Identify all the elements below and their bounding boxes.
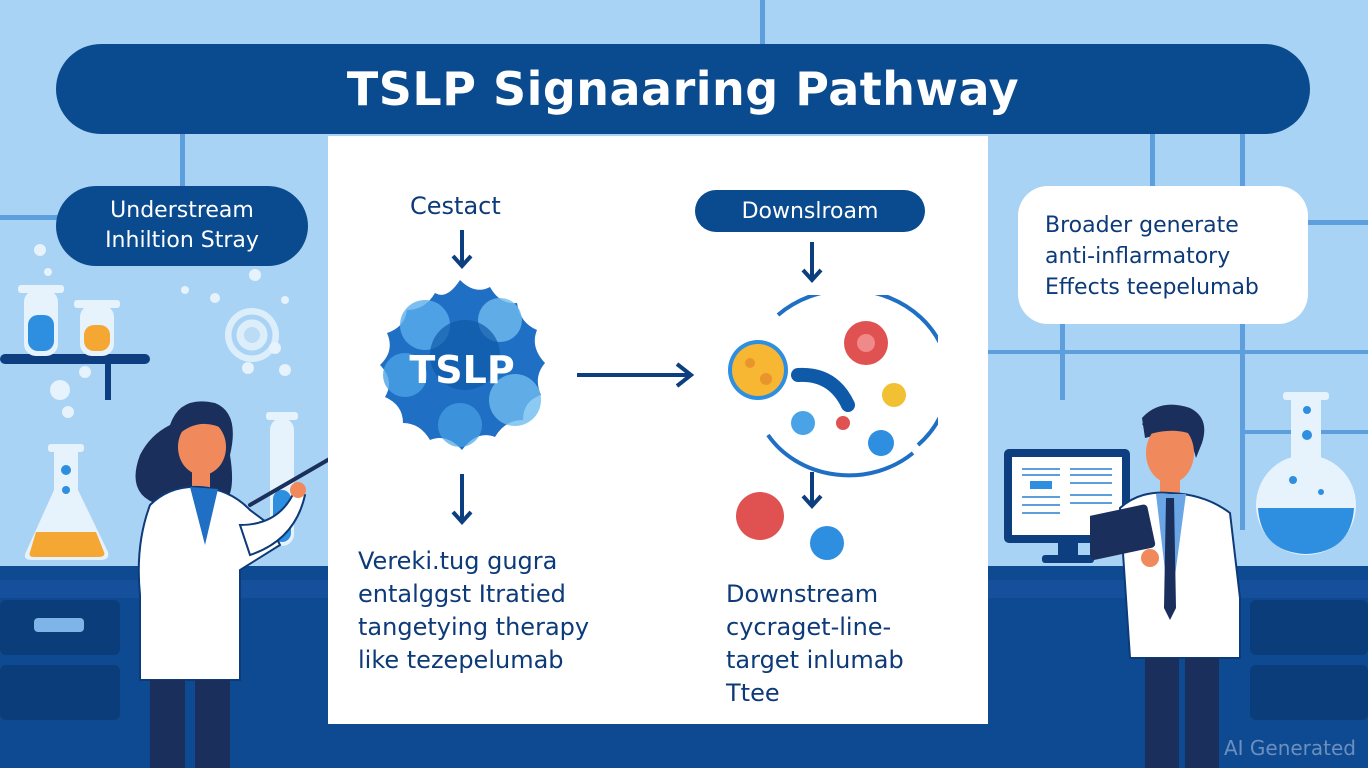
bg-line [760,0,765,44]
downstream-line: Downstream [726,580,879,608]
bg-line [0,215,60,220]
small-yellow-cell-icon [882,383,906,407]
shelf [0,354,150,364]
drawer [1250,600,1368,655]
ai-generated-watermark: AI Generated [1223,736,1356,760]
flask-icon [24,444,109,560]
cytokine-cells-illustration [736,492,844,560]
therapy-line: entalggst Itratied [358,580,566,608]
bg-line [1150,130,1155,190]
therapy-line: tangetying therapy [358,613,590,641]
downstream-description: Downstream cycraget-line- target inlumab… [726,578,904,710]
arrow-down-icon [451,230,473,269]
card-line: Broader generate [1045,213,1239,238]
bg-line [180,130,185,190]
scientist-male-illustration [1090,404,1241,768]
blue-cytokine-icon [810,526,844,560]
downstream-line: cycraget-line- [726,613,892,641]
arrow-right-icon [577,362,695,388]
card-line: anti-inflarmatory [1045,244,1231,269]
arrow-down-icon [801,242,823,283]
therapy-line: Vereki.tug gugra [358,547,558,575]
bg-line [1240,130,1245,530]
page-title-banner: TSLP Signaaring Pathway [56,44,1310,134]
petri-dish-icon [225,308,279,362]
bg-line [1060,320,1065,400]
upstream-label-line: Inhiltion Stray [105,228,259,253]
arrow-down-icon [451,474,473,525]
therapy-line: like tezepelumab [358,646,564,674]
yellow-cell-icon [728,340,788,400]
round-flask-icon [1256,392,1356,555]
tiny-red-cell-icon [836,416,850,430]
downstream-pill-label: Downslroam [741,198,879,224]
arrow-down-icon [801,472,823,509]
test-tubes-icon [18,285,120,356]
downstream-line: Ttee [726,679,780,707]
red-cytokine-icon [736,492,784,540]
contact-label: Cestact [410,192,501,220]
anti-inflammatory-card: Broader generate anti-inflarmatory Effec… [1018,186,1308,324]
downstream-pill: Downslroam [695,190,925,232]
red-cell-icon [844,321,888,365]
downstream-line: target inlumab [726,646,904,674]
immune-cells-illustration [728,295,938,478]
bg-line [988,350,1368,354]
small-blue-cell-icon [791,411,815,435]
tslp-molecule-icon: TSLP [380,280,545,450]
drawer [1250,665,1368,720]
bubbles-decoration [34,244,291,418]
upstream-label-line: Understream [110,198,254,223]
tslp-node-label: TSLP [409,348,514,392]
bg-line [1300,220,1368,225]
card-line: Effects teepelumab [1045,275,1259,300]
blue-cell-icon [868,430,894,456]
scientist-female-illustration [135,401,347,768]
therapy-description: Vereki.tug gugra entalggst Itratied tang… [358,545,589,677]
shelf-post [105,360,111,400]
drawer [0,665,120,720]
page-title: TSLP Signaaring Pathway [346,62,1020,116]
drawer-handle [34,618,84,632]
upstream-inhibition-label: Understream Inhiltion Stray [56,186,308,266]
